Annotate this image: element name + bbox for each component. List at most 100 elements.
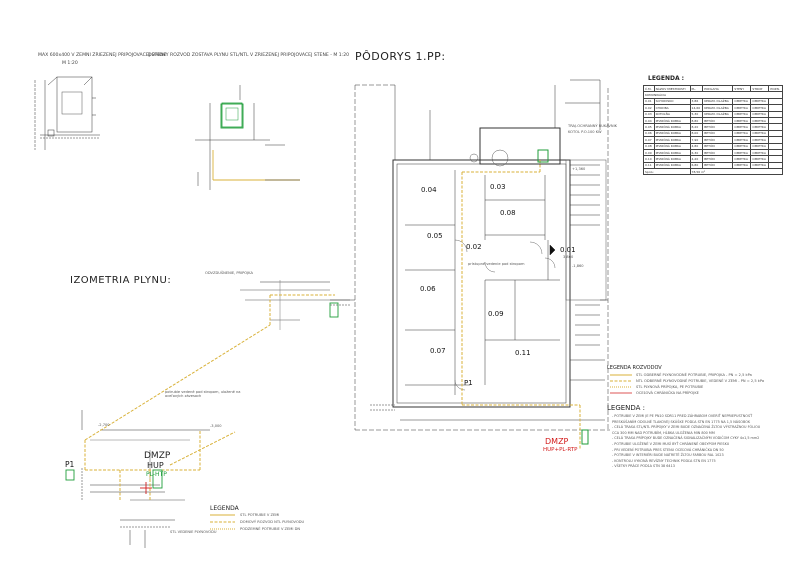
- rozvodov-item: STL PLYNOVÁ PRÍPOJKA, PE POTRUBIE: [636, 385, 704, 389]
- legend-title: LEGENDA :: [648, 75, 685, 82]
- iso-note-bottom: STL VEDENIE PLYNOVODU: [170, 530, 217, 534]
- plan-p1: P1: [464, 379, 473, 387]
- legend-cell: KERAM. DLAŽBA: [702, 110, 734, 118]
- plan-level-2: -1,860: [572, 264, 584, 268]
- notes-line: PRESKÚŠANÍM ODOLNÉ TLAKOVEJ SKÚŠKE PODĽA…: [612, 419, 751, 424]
- plan-gas-pipe: [461, 160, 581, 450]
- room-0-01: 0.01: [560, 246, 576, 254]
- rozvodov-legend-lines: [610, 374, 632, 394]
- notes-line: - CELÁ TRASA PRÍPOJKY BUDE OZNAČENÁ SIGN…: [612, 436, 760, 441]
- plan-title: PÔDORYS 1.PP:: [355, 50, 446, 63]
- legend-cell: BETÓN: [702, 116, 734, 125]
- plan-note-right: KOTOL P.O.100 KW: [568, 130, 602, 134]
- notes-line: - CELÁ TRASA STL/NTL PRÍPOJKY V ZEMI BUD…: [612, 425, 761, 430]
- plan-dmzp-sub: HUP+PL-RTP: [543, 447, 578, 453]
- iso-level-1: -2,700: [98, 423, 110, 427]
- rozvodov-item: OCEĽOVÁ CHRÁNIČKA NA PRÍPOJKE: [636, 391, 699, 395]
- room-0-09: 0.09: [488, 310, 504, 318]
- scale-left: M 1:20: [62, 61, 78, 66]
- legend-cell: PIVNIČNÁ KOBKA: [653, 116, 691, 125]
- notes-line: - VŠETKY PRÁCE PODĽA STN 38 6413: [612, 464, 675, 469]
- legend-table: Č.M. NÁZOV MIESTNOSTI PL. PODLAHA STENY …: [643, 84, 784, 176]
- legend-head: STROP: [750, 84, 770, 93]
- legend-cell: KERAM. DLAŽBA: [702, 97, 734, 106]
- meter-box-detail: [34, 76, 100, 150]
- iso-hup: HUP: [147, 461, 164, 470]
- iso-p1: P1: [65, 460, 75, 469]
- iso-level-2: -3,000: [210, 424, 222, 428]
- rozvodov-title: LEGENDA ROZVODOV: [607, 365, 662, 371]
- bottom-legend-lines: [210, 514, 235, 530]
- legend-cell: KERAM. DLAŽBA: [702, 104, 734, 112]
- notes-line: - KONTROLU VYKONÁ REVÍZNY TECHNIK PODĽA …: [612, 458, 716, 463]
- legend-cell: [768, 104, 783, 112]
- legend-total-value: 78,56 m²: [689, 168, 784, 176]
- legend-cell: [768, 116, 783, 125]
- legend-cell: SCHODISKO: [653, 97, 691, 106]
- plan-dmzp: DMZP: [545, 437, 569, 446]
- notes-line: - POTRUBIE ULOŽENÉ V ZEMI MUSÍ BYŤ CHRÁN…: [612, 442, 730, 446]
- plan-note-mid: prístupné vedenie pod stropom: [468, 262, 525, 266]
- iso-dmzp: DMZP: [144, 451, 171, 461]
- iso-title: IZOMETRIA PLYNU:: [70, 275, 172, 286]
- bottom-legend-item: DOMOVÝ ROZVOD NTL PLYNOVODU: [240, 520, 305, 524]
- legend-cell: OMIETKA: [750, 104, 770, 112]
- title-left-top: MAX 600x400 V ZEMNI ZRIEZENEJ PRIPOJOVAC…: [38, 53, 167, 58]
- legend-cell: OMIETKA: [750, 110, 770, 118]
- legend-total-label: Spolu: [643, 168, 691, 176]
- room-0-08: 0.08: [500, 209, 516, 217]
- iso-note-mid: potrubie vedené pod stropom, uložené na …: [165, 390, 241, 398]
- iso-gas-pipe: [84, 294, 335, 500]
- legend-cell: [768, 97, 783, 106]
- notes-line: CCA 300 MM NAD POTRUBÍM, HĹBKA ULOŽENIA …: [612, 430, 715, 435]
- room-0-07: 0.07: [430, 347, 446, 355]
- title-mid-top: DOMOVY ROZVOD ZOSTAVA PLYNU STL/NTL V ZR…: [148, 53, 350, 58]
- rozvodov-item: NTL ODBERNÉ PLYNOVODNÉ POTRUBIE, VEDENÉ …: [636, 379, 765, 383]
- legend-cell: KOTOLŇA: [653, 110, 691, 118]
- notes-title: LEGENDA :: [607, 404, 646, 412]
- plan-note-top: TRAJ.OCHRANNÝ RUKÁVNIK: [568, 124, 617, 128]
- room-0-03: 0.03: [490, 183, 506, 191]
- legend-cell: OMIETKA: [750, 116, 770, 125]
- legend-section: KOMUNIKÁCIA: [643, 91, 783, 99]
- legend-cell: CHODBA: [653, 104, 691, 112]
- regulator-assembly: [195, 85, 300, 190]
- room-0-01-area: 3,860: [563, 255, 574, 259]
- notes-line: - POTRUBIE V ZEMI JE PE PN10 SDR11 PRED …: [612, 414, 753, 418]
- bottom-legend-item: PODZEMNÉ POTRUBIE V ZEMI DN: [240, 527, 301, 531]
- notes-line: - PRI VEDENÍ POTRUBIA PRES STENU OCEĽOVÁ…: [612, 447, 724, 452]
- iso-hup-sub: PL-HTP: [146, 471, 167, 478]
- legend-header-row: Č.M. NÁZOV MIESTNOSTI PL. PODLAHA STENY …: [643, 84, 783, 93]
- legend-head: PODLAHA: [702, 84, 734, 93]
- room-0-05: 0.05: [427, 232, 443, 240]
- bottom-legend-title: LEGENDA: [210, 505, 239, 512]
- notes-line: - POTRUBIE V INTERIÉRI BUDE NATRETÉ ŽLTO…: [612, 453, 724, 458]
- bottom-legend-item: STL POTRUBIE V ZEMI: [240, 513, 280, 517]
- room-0-04: 0.04: [421, 186, 437, 194]
- iso-note-top: ODVZDUŠNENIE, PRIPOJKA: [205, 271, 253, 275]
- room-0-11: 0.11: [515, 349, 531, 357]
- plan-level: +1,360: [572, 167, 586, 171]
- floor-plan: [354, 79, 610, 431]
- legend-cell: [768, 110, 783, 118]
- room-0-02: 0.02: [466, 243, 482, 251]
- isometric-diagram: [81, 280, 355, 548]
- legend-cell: OMIETKA: [750, 97, 770, 106]
- legend-head: POZN.: [768, 84, 783, 93]
- rozvodov-item: STL ODBERNÉ PLYNOVODNÉ POTRUBIE, PRIPOJK…: [636, 373, 752, 377]
- legend-head: NÁZOV MIESTNOSTI: [653, 84, 691, 93]
- room-0-06: 0.06: [420, 285, 436, 293]
